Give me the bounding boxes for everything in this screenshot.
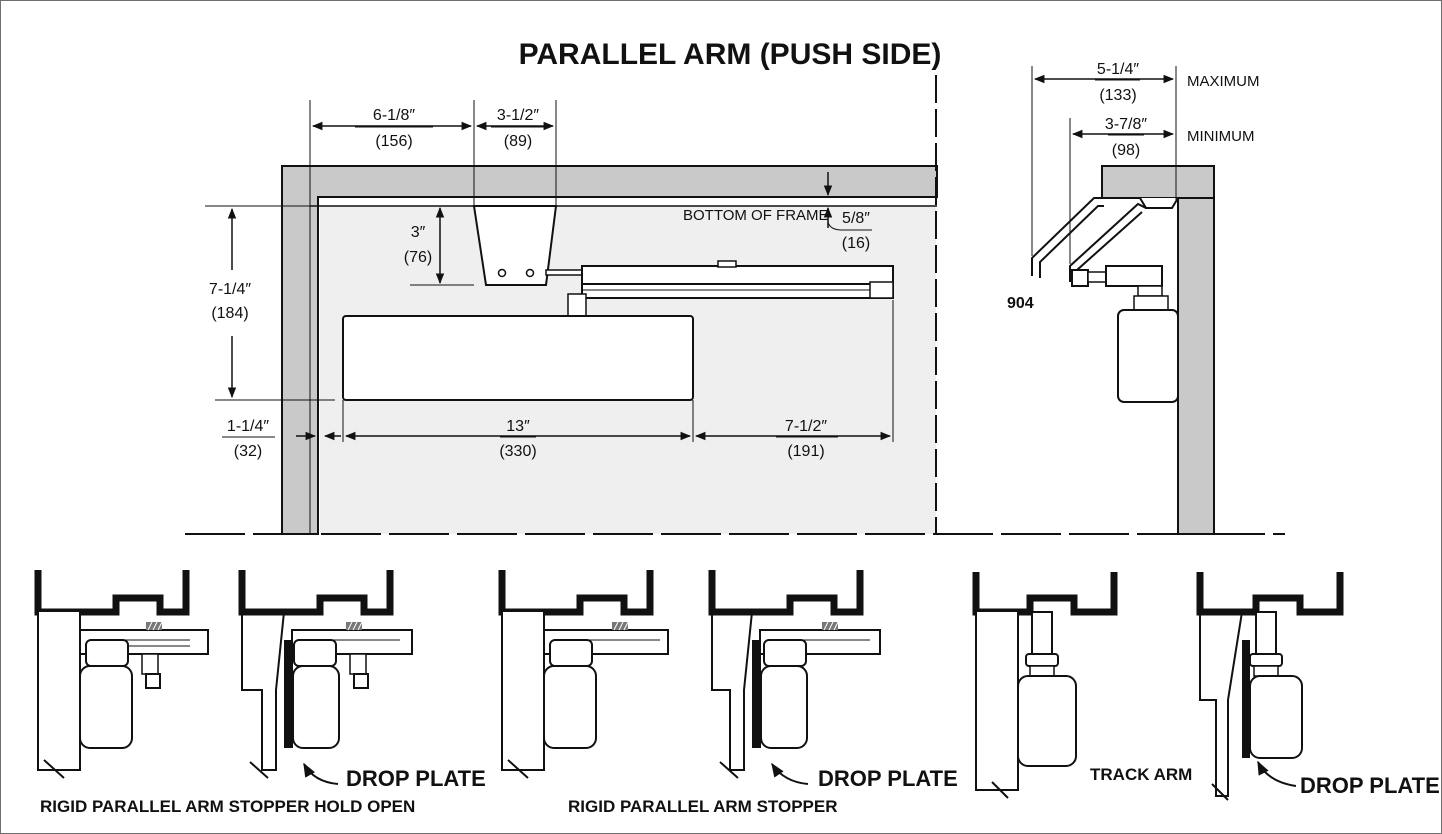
maximum-label: MAXIMUM — [1187, 73, 1260, 90]
drop-plate-label-1: DROP PLATE — [346, 766, 486, 791]
bottom-of-frame-label: BOTTOM OF FRAME — [683, 207, 829, 224]
section-track-arm — [972, 572, 1118, 799]
dim-1-1-4-mm: (32) — [234, 443, 262, 460]
bracket — [472, 205, 558, 286]
dim-1-1-4-in: 1-1/4″ — [227, 418, 269, 435]
main-elevation — [185, 75, 1285, 535]
caption-stopper: RIGID PARALLEL ARM STOPPER — [568, 797, 838, 816]
dim-13-mm: (330) — [499, 443, 536, 460]
section-stopper — [498, 570, 669, 779]
dim-7-1-2-mm: (191) — [787, 443, 824, 460]
dim-3-1-2-in: 3-1/2″ — [497, 107, 539, 124]
section-hold-open-drop-plate — [238, 570, 413, 785]
dim-min-mm: (98) — [1112, 142, 1140, 159]
dim-7-1-4-in: 7-1/4″ — [209, 281, 251, 298]
dim-6-1-8-in: 6-1/8″ — [373, 107, 415, 124]
drop-plate-label-2: DROP PLATE — [818, 766, 958, 791]
dim-6-1-8-mm: (156) — [375, 133, 412, 150]
section-hold-open — [34, 570, 209, 779]
side-section-904 — [1031, 66, 1215, 535]
drop-plate-label-3: DROP PLATE — [1300, 773, 1440, 798]
model-904-label: 904 — [1007, 295, 1034, 312]
dim-max-mm: (133) — [1099, 87, 1136, 104]
track-arm-label: TRACK ARM — [1090, 765, 1192, 784]
dim-5-8-in: 5/8″ — [842, 210, 870, 227]
section-track-arm-drop-plate — [1196, 572, 1344, 801]
dim-7-1-2-in: 7-1/2″ — [785, 418, 827, 435]
dim-7-1-4-mm: (184) — [211, 305, 248, 322]
arm — [581, 265, 894, 285]
closer-body — [342, 315, 694, 401]
dim-3-1-2-mm: (89) — [504, 133, 532, 150]
dim-max-in: 5-1/4″ — [1097, 61, 1139, 78]
dim-3-in: 3″ — [411, 224, 426, 241]
caption-hold-open: RIGID PARALLEL ARM STOPPER HOLD OPEN — [40, 797, 415, 816]
dim-min-in: 3-7/8″ — [1105, 116, 1147, 133]
dim-13-in: 13″ — [506, 418, 530, 435]
minimum-label: MINIMUM — [1187, 128, 1255, 145]
section-stopper-drop-plate — [708, 570, 881, 785]
dim-5-8-mm: (16) — [842, 235, 870, 252]
dim-3-mm: (76) — [404, 249, 432, 266]
diagram-title: PARALLEL ARM (PUSH SIDE) — [519, 38, 942, 71]
